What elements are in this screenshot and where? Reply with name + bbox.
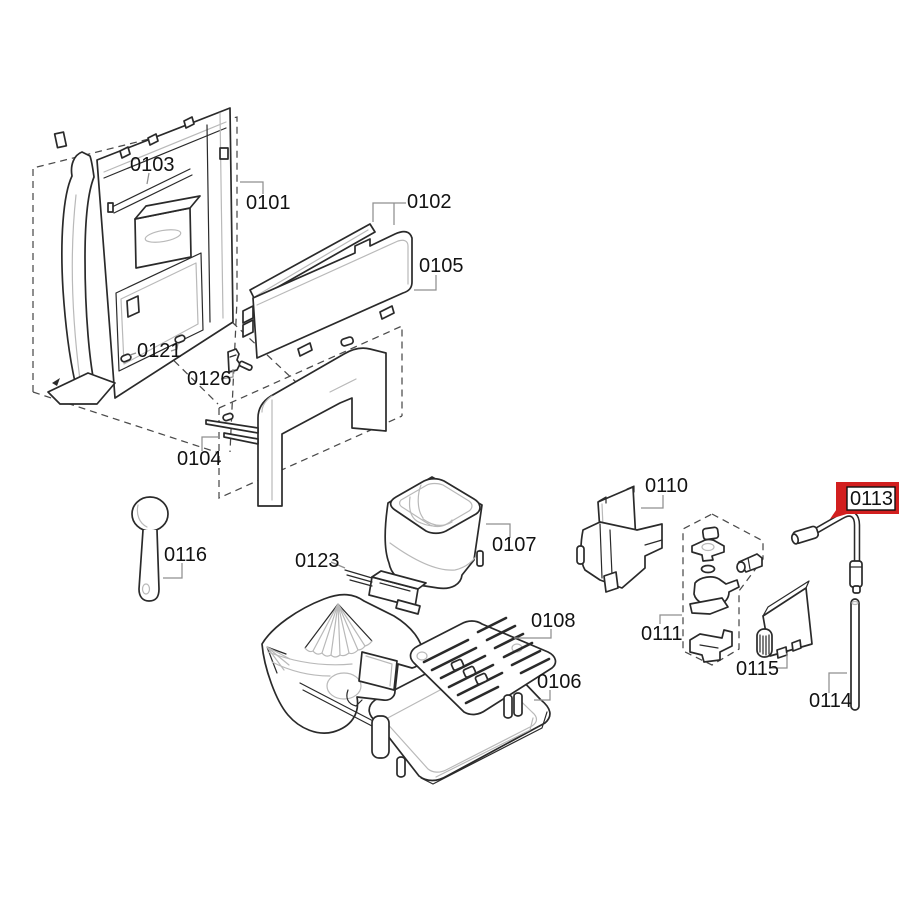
part-0115-module xyxy=(756,580,813,659)
part-0107-container xyxy=(384,476,484,590)
part-0123-bracket xyxy=(344,569,427,615)
part-label-0121[interactable]: 0121 xyxy=(137,340,182,362)
part-label-0105[interactable]: 0105 xyxy=(419,255,464,277)
part-labels: 0103 0101 0102 0105 0121 0126 0104 0116 … xyxy=(130,154,899,712)
part-label-0114[interactable]: 0114 xyxy=(809,690,852,712)
part-label-0113-highlighted[interactable]: 0113 xyxy=(830,482,899,519)
part-0103-rail xyxy=(107,168,193,214)
part-label-0107[interactable]: 0107 xyxy=(492,534,537,556)
part-0121-pins xyxy=(120,334,186,363)
grille-slots xyxy=(422,616,551,705)
highlight-inner-box xyxy=(846,486,896,511)
part-0111-valve-kit xyxy=(689,526,763,663)
leader-lines xyxy=(129,172,847,701)
dashed-box-0111 xyxy=(682,513,764,666)
part-0110-holder xyxy=(576,485,663,593)
part-label-0103[interactable]: 0103 xyxy=(130,154,175,176)
part-nozzle xyxy=(736,553,763,573)
part-label-0108[interactable]: 0108 xyxy=(531,610,576,632)
part-0116-spoon xyxy=(131,496,169,602)
part-label-0104[interactable]: 0104 xyxy=(177,448,222,470)
dashed-box-0104 xyxy=(218,325,403,499)
part-label-0123[interactable]: 0123 xyxy=(295,550,340,572)
part-label-0101[interactable]: 0101 xyxy=(246,192,291,214)
part-label-0113[interactable]: 0113 xyxy=(850,488,893,510)
part-label-0106[interactable]: 0106 xyxy=(537,671,582,693)
part-label-0126[interactable]: 0126 xyxy=(187,368,232,390)
part-label-0111[interactable]: 0111 xyxy=(641,623,683,645)
part-label-0102[interactable]: 0102 xyxy=(407,191,452,213)
part-0105-front-panel xyxy=(252,230,413,359)
fan-pattern-large xyxy=(304,603,373,658)
part-label-0115[interactable]: 0115 xyxy=(736,658,779,680)
part-0102-0105-panels xyxy=(242,223,413,359)
part-0108-grille xyxy=(409,616,557,716)
part-0113-hose xyxy=(790,510,863,594)
main-housing-base xyxy=(261,593,424,734)
part-0114-tube xyxy=(850,598,860,711)
part-label-0110[interactable]: 0110 xyxy=(645,475,688,497)
part-label-0116[interactable]: 0116 xyxy=(164,544,207,566)
part-0101-side-panel xyxy=(47,107,253,405)
part-0126-latch-screw xyxy=(227,348,253,373)
part-0104-arch-cover xyxy=(205,336,387,507)
tray-front-details xyxy=(371,692,523,778)
